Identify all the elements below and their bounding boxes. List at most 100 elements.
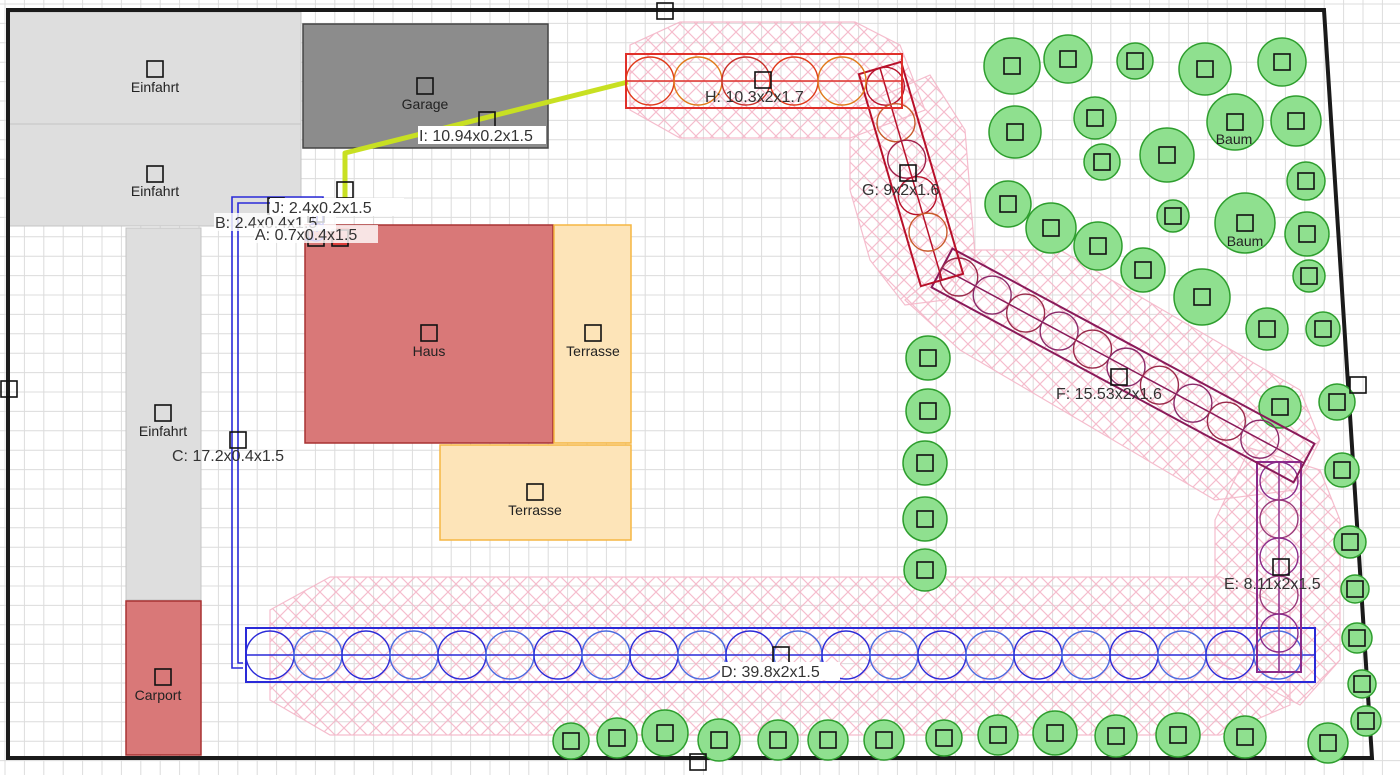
square-marker	[1134, 261, 1152, 279]
square-marker	[1300, 267, 1318, 285]
square-marker	[229, 431, 247, 449]
tree	[984, 180, 1032, 228]
square-marker	[916, 454, 934, 472]
square-marker	[819, 731, 837, 749]
square-marker	[420, 324, 438, 342]
label-garage: Garage	[402, 96, 449, 112]
square-marker	[1314, 320, 1332, 338]
hatch-zone-d	[269, 576, 1291, 736]
trench-h	[625, 53, 903, 109]
square-marker	[1319, 734, 1337, 752]
square-marker	[656, 2, 674, 20]
area-carport	[125, 600, 202, 756]
square-marker	[562, 732, 580, 750]
square-marker	[1357, 712, 1375, 730]
tree	[1347, 669, 1377, 699]
square-marker	[1226, 113, 1244, 131]
trenches	[245, 53, 1316, 683]
square-marker	[1196, 60, 1214, 78]
square-marker	[989, 726, 1007, 744]
tree	[552, 722, 590, 760]
tree	[1155, 712, 1201, 758]
tree	[1083, 143, 1121, 181]
property-boundary	[6, 8, 1375, 760]
trench-g	[857, 60, 965, 288]
label-segment-c: C: 17.2x0.4x1.5	[172, 448, 284, 465]
tree	[1156, 199, 1190, 233]
pipe-i	[342, 79, 629, 198]
square-marker	[999, 195, 1017, 213]
tree	[1292, 259, 1326, 293]
square-marker	[1164, 207, 1182, 225]
square-marker	[1236, 214, 1254, 232]
tree	[1258, 385, 1302, 429]
square-marker	[1273, 53, 1291, 71]
area-terrasse-2	[439, 444, 632, 541]
area-haus	[304, 224, 554, 444]
label-terrasse-2: Terrasse	[508, 502, 562, 518]
square-marker	[916, 561, 934, 579]
tree	[905, 335, 951, 381]
area-terrasse-1	[553, 224, 632, 444]
tree	[1284, 211, 1330, 257]
label-terrasse-1: Terrasse	[566, 343, 620, 359]
square-marker	[1297, 172, 1315, 190]
square-marker	[919, 349, 937, 367]
square-marker	[919, 402, 937, 420]
square-marker	[1236, 728, 1254, 746]
square-marker	[1348, 629, 1366, 647]
square-marker	[1086, 109, 1104, 127]
square-marker	[875, 731, 893, 749]
tree	[1270, 95, 1322, 147]
tree	[1257, 37, 1307, 87]
tree	[1094, 714, 1138, 758]
label-baum-2: Baum	[1227, 233, 1264, 249]
square-marker	[754, 71, 772, 89]
tree	[1305, 311, 1341, 347]
segment-labels: I: 10.94x0.2x1.5 J: 2.4x0.2x1.5 B: 2.4x0…	[172, 89, 1321, 681]
square-marker	[916, 510, 934, 528]
label-einfahrt-1: Einfahrt	[131, 79, 179, 95]
tree	[1173, 268, 1231, 326]
tree	[807, 719, 849, 761]
label-baum-1: Baum	[1216, 131, 1253, 147]
square-marker	[1341, 533, 1359, 551]
tree	[1120, 247, 1166, 293]
label-segment-i: I: 10.94x0.2x1.5	[419, 128, 533, 145]
tree	[988, 105, 1042, 159]
square-marker	[416, 77, 434, 95]
tree	[1307, 722, 1349, 764]
tree	[757, 719, 799, 761]
tree	[1350, 705, 1382, 737]
tree	[697, 718, 741, 762]
tree	[1073, 96, 1117, 140]
tree	[905, 388, 951, 434]
tree	[903, 548, 947, 592]
tree	[1341, 622, 1373, 654]
trench-d	[245, 627, 1316, 683]
square-marker	[146, 165, 164, 183]
tree	[1223, 715, 1267, 759]
tree	[902, 440, 948, 486]
square-marker	[608, 729, 626, 747]
trench-f	[930, 247, 1316, 484]
square-marker	[1089, 237, 1107, 255]
tree	[1043, 34, 1093, 84]
tree	[1245, 307, 1289, 351]
square-marker	[1349, 376, 1367, 394]
square-marker	[1006, 123, 1024, 141]
tree	[1286, 161, 1326, 201]
square-marker	[1298, 225, 1316, 243]
square-marker	[1042, 219, 1060, 237]
label-einfahrt-3: Einfahrt	[139, 423, 187, 439]
tree	[1178, 42, 1232, 96]
square-marker	[526, 483, 544, 501]
tree	[925, 719, 963, 757]
tree	[977, 714, 1019, 756]
square-marker	[935, 729, 953, 747]
square-marker	[1333, 461, 1351, 479]
label-einfahrt-2: Einfahrt	[131, 183, 179, 199]
tree	[863, 719, 905, 761]
square-marker	[1046, 724, 1064, 742]
